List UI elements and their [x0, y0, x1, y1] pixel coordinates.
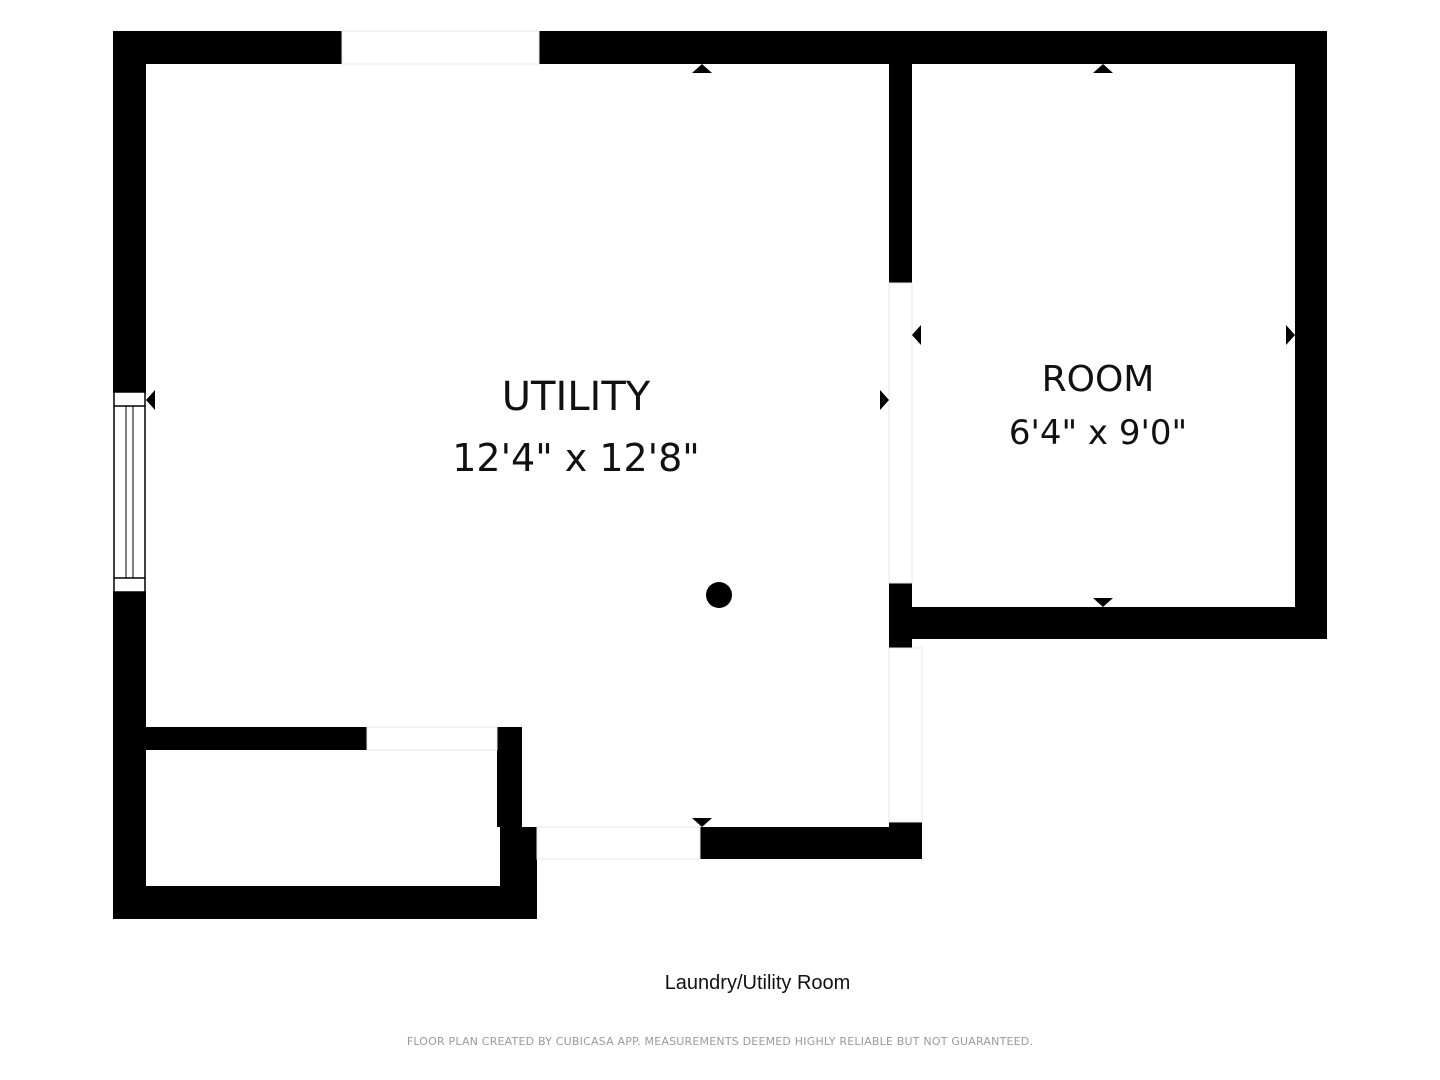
wall-top-left [113, 31, 342, 64]
marker-utility-top [692, 64, 712, 73]
marker-room-bottom [1093, 598, 1113, 607]
wall-closet-right-upper [497, 727, 522, 827]
opening-top [341, 30, 540, 65]
disclaimer-text: FLOOR PLAN CREATED BY CUBICASA APP. MEAS… [406, 1035, 1034, 1048]
utility-room-dimensions: 12'4" x 12'8" [452, 436, 700, 480]
plan-title: Laundry/Utility Room [664, 972, 851, 994]
openings [341, 30, 923, 860]
marker-utility-bottom [692, 818, 712, 827]
opening-utility-right [888, 647, 923, 823]
wall-left-lower [113, 591, 146, 919]
marker-room-top [1093, 64, 1113, 73]
marker-room-left [912, 325, 921, 345]
wall-closet-top [113, 727, 367, 750]
wall-room-right [1295, 31, 1327, 639]
floor-drain-icon [706, 582, 732, 608]
room-dimensions: 6'4" x 9'0" [1009, 413, 1187, 453]
wall-utility-bottom-right [700, 827, 922, 859]
opening-divider [888, 282, 913, 584]
opening-bottom-door [536, 826, 701, 860]
marker-utility-left [146, 390, 155, 410]
room-name: ROOM [1042, 359, 1155, 400]
dimension-markers [146, 64, 1295, 827]
wall-closet-bottom [113, 886, 532, 919]
marker-room-right [1286, 325, 1295, 345]
wall-room-bottom [889, 607, 1327, 639]
utility-room-name: UTILITY [502, 374, 651, 420]
opening-closet [366, 726, 498, 751]
wall-top-right [539, 31, 1327, 64]
window-left-wall [113, 391, 146, 593]
walls [113, 31, 1327, 919]
marker-utility-right [880, 390, 889, 410]
wall-left-upper [113, 31, 146, 393]
wall-divider-upper [889, 31, 912, 283]
